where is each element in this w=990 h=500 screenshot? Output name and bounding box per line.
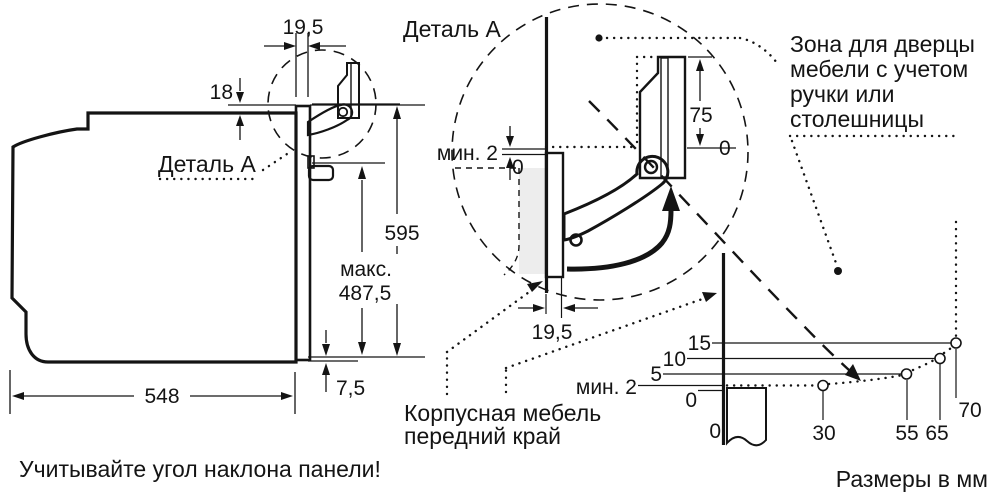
zone-note-line1: Зона для дверцы (790, 31, 975, 57)
y-label-5: 5 (650, 363, 662, 386)
dim-19-5-detail-label: 19,5 (532, 321, 573, 344)
x-label-70: 70 (958, 399, 981, 422)
data-point-30-2 (817, 379, 829, 392)
x-label-0: 0 (709, 420, 721, 443)
hinge-arm (562, 154, 670, 242)
clearance-curve (725, 345, 955, 387)
detail-a-callout: Деталь A (158, 150, 292, 181)
detail-a-callout-label: Деталь A (158, 151, 256, 177)
door-ghost (519, 168, 546, 274)
oven-body-outline (10, 111, 298, 364)
x-label-30: 30 (812, 422, 835, 445)
chart-panel-section (726, 387, 767, 447)
dim-548-label: 548 (144, 385, 179, 408)
cabinet-note-line1: Корпусная мебель (404, 400, 601, 426)
side-view: 19,5 18 Деталь A 595 (9, 16, 425, 482)
door-trajectory-arrowhead (845, 364, 861, 381)
dim-18-label: 18 (210, 81, 233, 104)
oven-front-frame (544, 151, 565, 279)
dim-548: 548 (9, 370, 296, 414)
chart-grid-lines (638, 342, 951, 392)
dim-zero-gap-label: 0 (512, 156, 524, 179)
cabinet-note-line2: передний край (404, 423, 561, 449)
dim-75-label: 75 (689, 104, 712, 127)
zone-note-leader (790, 139, 838, 265)
door-trajectory-dashed (588, 100, 851, 372)
dim-max-value: 487,5 (339, 282, 392, 305)
door-rotation-arrow (566, 209, 674, 272)
cabinet-annotation: Корпусная мебель передний край (404, 281, 717, 449)
detail-circle-left (267, 49, 377, 159)
detail-view: Деталь A (403, 3, 861, 381)
dim-max-label: макс. (340, 258, 392, 281)
y-label-10: 10 (663, 348, 686, 371)
furniture-door-face-strip (660, 57, 669, 178)
data-point-55-5 (900, 368, 913, 380)
furniture-door (638, 55, 687, 180)
dim-19-5-top: 19,5 (264, 16, 346, 97)
mini-door (337, 62, 360, 119)
dim-min-2: мин. 2 0 (437, 126, 546, 180)
panel-step (307, 155, 315, 169)
zone-note-leader-dot (834, 267, 842, 275)
zone-note-line2: мебели с учетом (790, 56, 968, 82)
cabinet-leader-1-arrowhead (527, 281, 543, 292)
zone-dotted-outline (544, 34, 779, 149)
dim-595: 595 (308, 106, 425, 358)
dim-7-5-label: 7,5 (336, 377, 365, 400)
mini-hinge-arm (306, 103, 354, 137)
oven-front-panel (294, 104, 312, 362)
door-ghost-dashed-edge (455, 167, 520, 276)
hinge-arm-bump (569, 233, 583, 247)
dim-595-label: 595 (384, 222, 419, 245)
x-label-55: 55 (895, 422, 918, 445)
dim-75: 75 0 (687, 56, 736, 160)
dim-max-487-5: макс. 487,5 (312, 162, 399, 355)
tilt-caption: Учитывайте угол наклона панели! (19, 456, 381, 482)
dim-19-5-detail: 19,5 (518, 277, 598, 344)
dim-zero-door-label: 0 (719, 137, 731, 160)
data-point-65-10 (934, 352, 946, 365)
x-label-65: 65 (925, 422, 948, 445)
units-caption: Размеры в мм (836, 466, 988, 492)
zone-note-line4: столешницы (790, 106, 924, 132)
dim-18: 18 (210, 78, 244, 140)
dim-7-5: 7,5 (308, 330, 365, 400)
mini-hinge-pivot (337, 106, 349, 118)
y-label-15: 15 (688, 332, 711, 355)
cabinet-leader-1 (445, 285, 538, 396)
dim-19-5-top-label: 19,5 (283, 16, 324, 39)
detail-circle-large (451, 3, 749, 301)
hinge-pivot (643, 159, 659, 175)
clearance-chart: 15 10 5 мин. 2 0 0 30 55 65 70 (576, 253, 982, 447)
cabinet-leader-2 (504, 295, 710, 394)
detail-view-title: Деталь A (403, 16, 501, 42)
chart-point-connectors (822, 349, 957, 420)
y-label-0: 0 (685, 389, 697, 412)
zone-annotation: Зона для дверцы мебели с учетом ручки ил… (788, 31, 975, 340)
zone-anchor-dot (595, 34, 603, 42)
door-bracket (307, 164, 335, 182)
door-rotation-arrowhead (662, 186, 680, 211)
data-point-70-15 (950, 337, 962, 349)
cabinet-leader-2-arrowhead (702, 292, 717, 302)
dim-min-2-label: мин. 2 (437, 142, 498, 165)
y-label-min-2: мин. 2 (576, 376, 637, 399)
zone-note-line3: ручки или (790, 81, 894, 107)
